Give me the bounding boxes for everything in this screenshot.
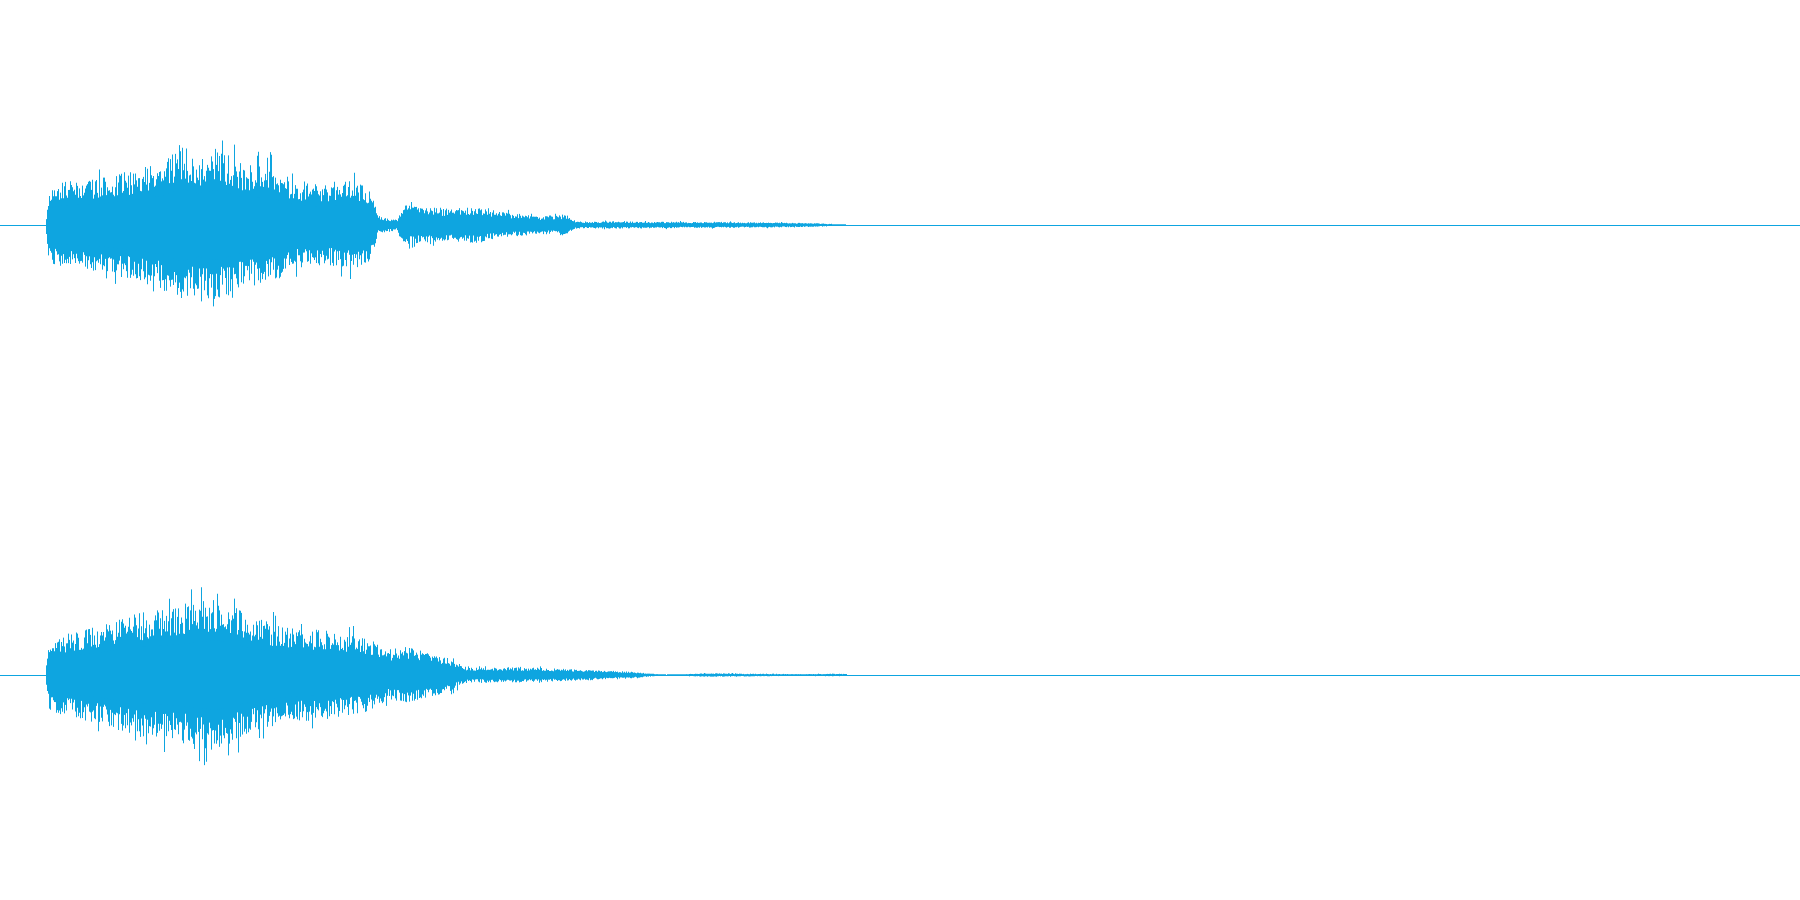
waveform-core — [46, 640, 644, 710]
waveform-channel-2 — [0, 587, 1800, 766]
waveform-core — [46, 188, 794, 262]
waveform-channel-1 — [0, 140, 1800, 307]
